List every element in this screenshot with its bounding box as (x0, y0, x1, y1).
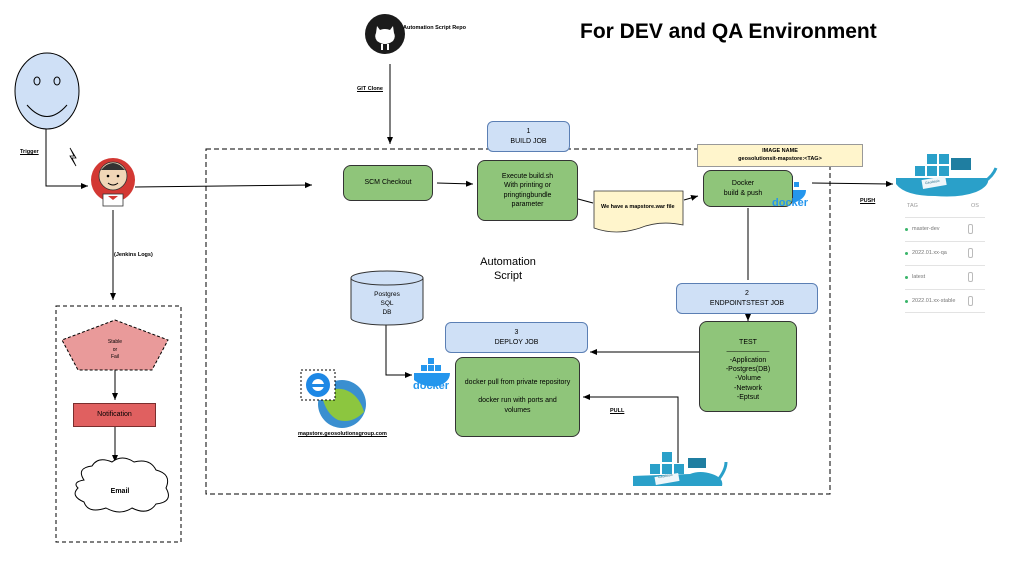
docker-logo-icon-deploy (414, 358, 450, 387)
registry-header-tag: TAG (907, 203, 918, 209)
war-note-text: We have a mapstore.war file (601, 204, 675, 210)
jenkins-icon (91, 158, 135, 207)
mapstore-logo-icon (300, 369, 366, 428)
linux-os-icon (968, 248, 973, 258)
jenkins-logs-label: (Jenkins Logs) (114, 252, 153, 258)
image-name-note: IMAGE NAME geosolutionsit-mapstore:<TAG> (697, 144, 863, 167)
automation-script-label: Automation Script (480, 256, 536, 282)
notification-box: Notification (73, 403, 156, 427)
test-item: -Postgres(DB) (725, 366, 771, 374)
build-job-number: 1 (526, 128, 531, 136)
status-dot-icon (905, 227, 908, 231)
build-job-box: 1 BUILD JOB (487, 121, 570, 152)
status-dot-icon (905, 251, 908, 255)
registry-header-os: OS (971, 203, 979, 209)
pull-label: PULL (610, 408, 625, 414)
docker-logo-text-deploy: docker (413, 380, 450, 392)
linux-os-icon (968, 272, 973, 282)
test-item: -Volume (735, 375, 761, 383)
build-job-name: BUILD JOB (510, 137, 547, 145)
push-label: PUSH (860, 198, 876, 204)
status-dot-icon (905, 275, 908, 279)
docker-whale-pull-icon (633, 452, 728, 486)
test-item: -Application (729, 357, 767, 365)
test-item: -Network (733, 384, 762, 392)
docker-build-push-box: Docker build & push (703, 170, 793, 207)
docker-whale-push-icon (896, 154, 998, 197)
postgres-db-label: Postgres SQL DB (374, 291, 400, 317)
linux-os-icon (968, 296, 973, 306)
test-box: TEST ___________ -Application -Postgres(… (699, 321, 797, 412)
linux-os-icon (968, 224, 973, 234)
github-icon (365, 14, 405, 54)
lightning-icon (69, 147, 77, 167)
scm-checkout-box: SCM Checkout (343, 165, 433, 201)
email-cloud-shape (74, 457, 169, 513)
registry-tag-row[interactable]: 2022.01.xx-qa (905, 241, 985, 264)
page-title: For DEV and QA Environment (580, 20, 877, 43)
registry-tag-row[interactable]: 2022.01.xx-stable (905, 289, 985, 313)
deploy-steps-box: docker pull from private repository dock… (455, 357, 580, 437)
endpoints-test-job-box: 2 ENDPOINTSTEST JOB (676, 283, 818, 314)
repo-label: Automation Script Repo (403, 25, 466, 31)
outcome-boundary (55, 305, 182, 543)
deploy-job-box: 3 DEPLOY JOB (445, 322, 588, 353)
docker-logo-text-build: docker (772, 197, 809, 209)
status-dot-icon (905, 299, 908, 303)
git-clone-label: GIT Clone (357, 86, 383, 92)
trigger-label: Trigger (20, 149, 39, 155)
stable-fail-label: Stable or Fail (107, 339, 123, 360)
email-label: Email (110, 488, 130, 495)
execute-build-box: Execute build.sh With printing or pringt… (477, 160, 578, 221)
war-note-shape (593, 190, 684, 233)
test-item: -Eptsut (736, 393, 760, 401)
user-smiley-icon (14, 52, 80, 130)
registry-tag-row[interactable]: master-dev (905, 217, 985, 240)
mapstore-url-link[interactable]: mapstore.geosolutionsgroup.com (298, 431, 387, 437)
postgres-db-cylinder (350, 270, 424, 326)
registry-tag-row[interactable]: latest (905, 265, 985, 288)
